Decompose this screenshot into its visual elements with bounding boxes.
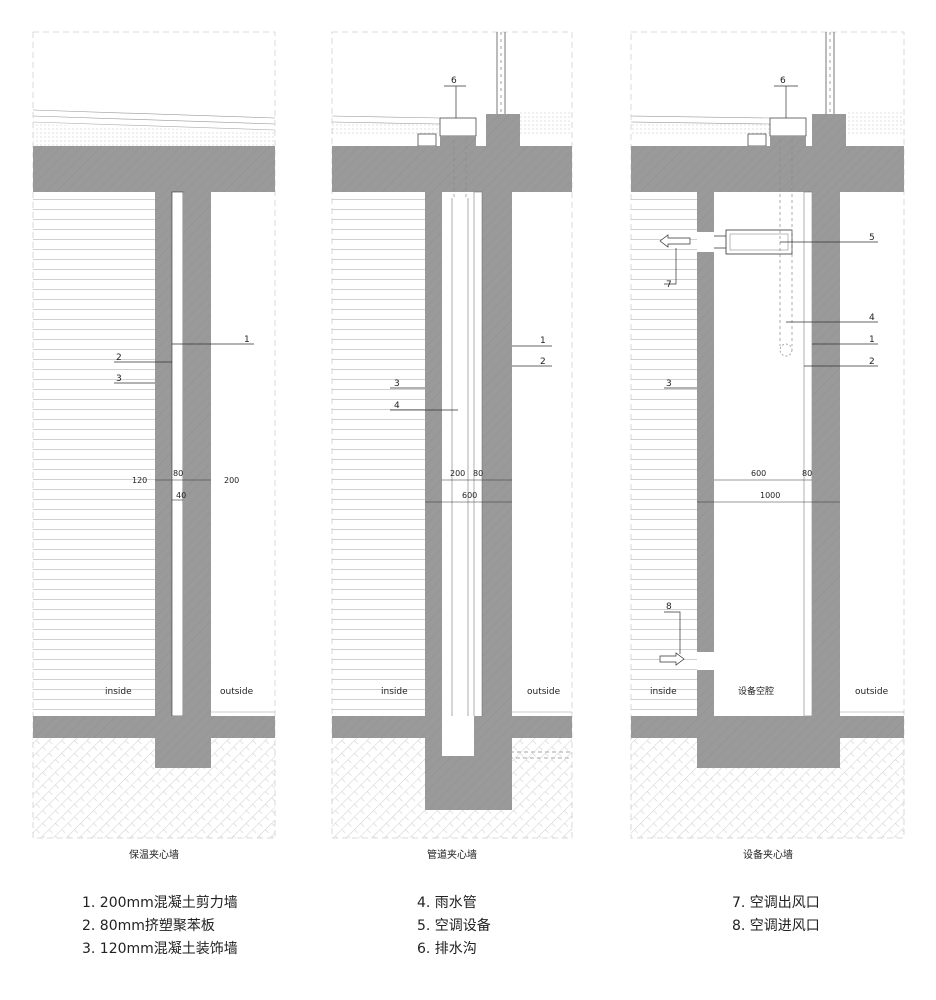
panel-3-drawing — [630, 31, 905, 839]
panel-1-outside-label: outside — [220, 687, 254, 697]
panel-2-callout-3: 3 — [394, 379, 400, 389]
legend-item-3: 3. 120mm混凝土装饰墙 — [82, 941, 238, 957]
panel-3-dim-1000: 1000 — [760, 491, 780, 500]
panel-2-title: 管道夹心墙 — [427, 850, 477, 861]
panel-1-dim-120: 120 — [132, 476, 147, 485]
panel-2-callout-1: 1 — [540, 336, 546, 346]
panel-3-callout-3: 3 — [666, 379, 672, 389]
panel-3-callout-6: 6 — [780, 76, 786, 86]
panel-1-callout-1: 1 — [244, 335, 250, 345]
panel-1-callout-2: 2 — [116, 353, 122, 363]
legend-item-1: 1. 200mm混凝土剪力墙 — [82, 895, 238, 911]
panel-3-callout-4: 4 — [869, 313, 875, 323]
panel-3-dim-80: 80 — [802, 469, 812, 478]
legend-item-2: 2. 80mm挤塑聚苯板 — [82, 918, 215, 934]
panel-2-callout-4: 4 — [394, 401, 400, 411]
legend-item-5: 5. 空调设备 — [417, 918, 491, 934]
panel-2-dim-200: 200 — [450, 469, 465, 478]
panel-3-callout-5: 5 — [869, 233, 875, 243]
panel-1-dim-40: 40 — [176, 491, 186, 500]
panel-3-cavity-label: 设备空腔 — [738, 685, 774, 697]
panel-1-dim-80: 80 — [173, 469, 183, 478]
legend-item-8: 8. 空调进风口 — [732, 918, 820, 934]
panel-2-inside-label: inside — [381, 687, 408, 697]
legend-item-7: 7. 空调出风口 — [732, 895, 820, 911]
panel-1-dim-200: 200 — [224, 476, 239, 485]
panel-3-title: 设备夹心墙 — [743, 850, 793, 861]
legend-item-4: 4. 雨水管 — [417, 895, 477, 911]
panel-1-inside-label: inside — [105, 687, 132, 697]
panel-3-callout-7: 7 — [666, 280, 672, 290]
panel-1-drawing — [32, 31, 276, 839]
legend-item-6: 6. 排水沟 — [417, 941, 477, 957]
panel-2-dim-80: 80 — [473, 469, 483, 478]
legend-column-3: 7. 空调出风口 8. 空调进风口 — [732, 892, 820, 938]
panel-2-callout-2: 2 — [540, 357, 546, 367]
panel-2-outside-label: outside — [527, 687, 561, 697]
panel-1-title: 保温夹心墙 — [129, 850, 179, 861]
legend-column-1: 1. 200mm混凝土剪力墙 2. 80mm挤塑聚苯板 3. 120mm混凝土装… — [82, 892, 238, 961]
panel-1-callout-3: 3 — [116, 374, 122, 384]
panel-3-inside-label: inside — [650, 687, 677, 697]
panel-3-callout-1: 1 — [869, 335, 875, 345]
panel-3-callout-2: 2 — [869, 357, 875, 367]
panel-3-callout-8: 8 — [666, 602, 672, 612]
panel-2-callout-6: 6 — [451, 76, 457, 86]
legend-column-2: 4. 雨水管 5. 空调设备 6. 排水沟 — [417, 892, 491, 961]
panel-2-dim-600: 600 — [462, 491, 477, 500]
section-drawings: 1 2 3 120 80 200 40 inside outside 6 1 2… — [32, 31, 905, 839]
panel-3-outside-label: outside — [855, 687, 889, 697]
panel-3-dim-600: 600 — [751, 469, 766, 478]
panel-2-drawing — [331, 31, 573, 839]
